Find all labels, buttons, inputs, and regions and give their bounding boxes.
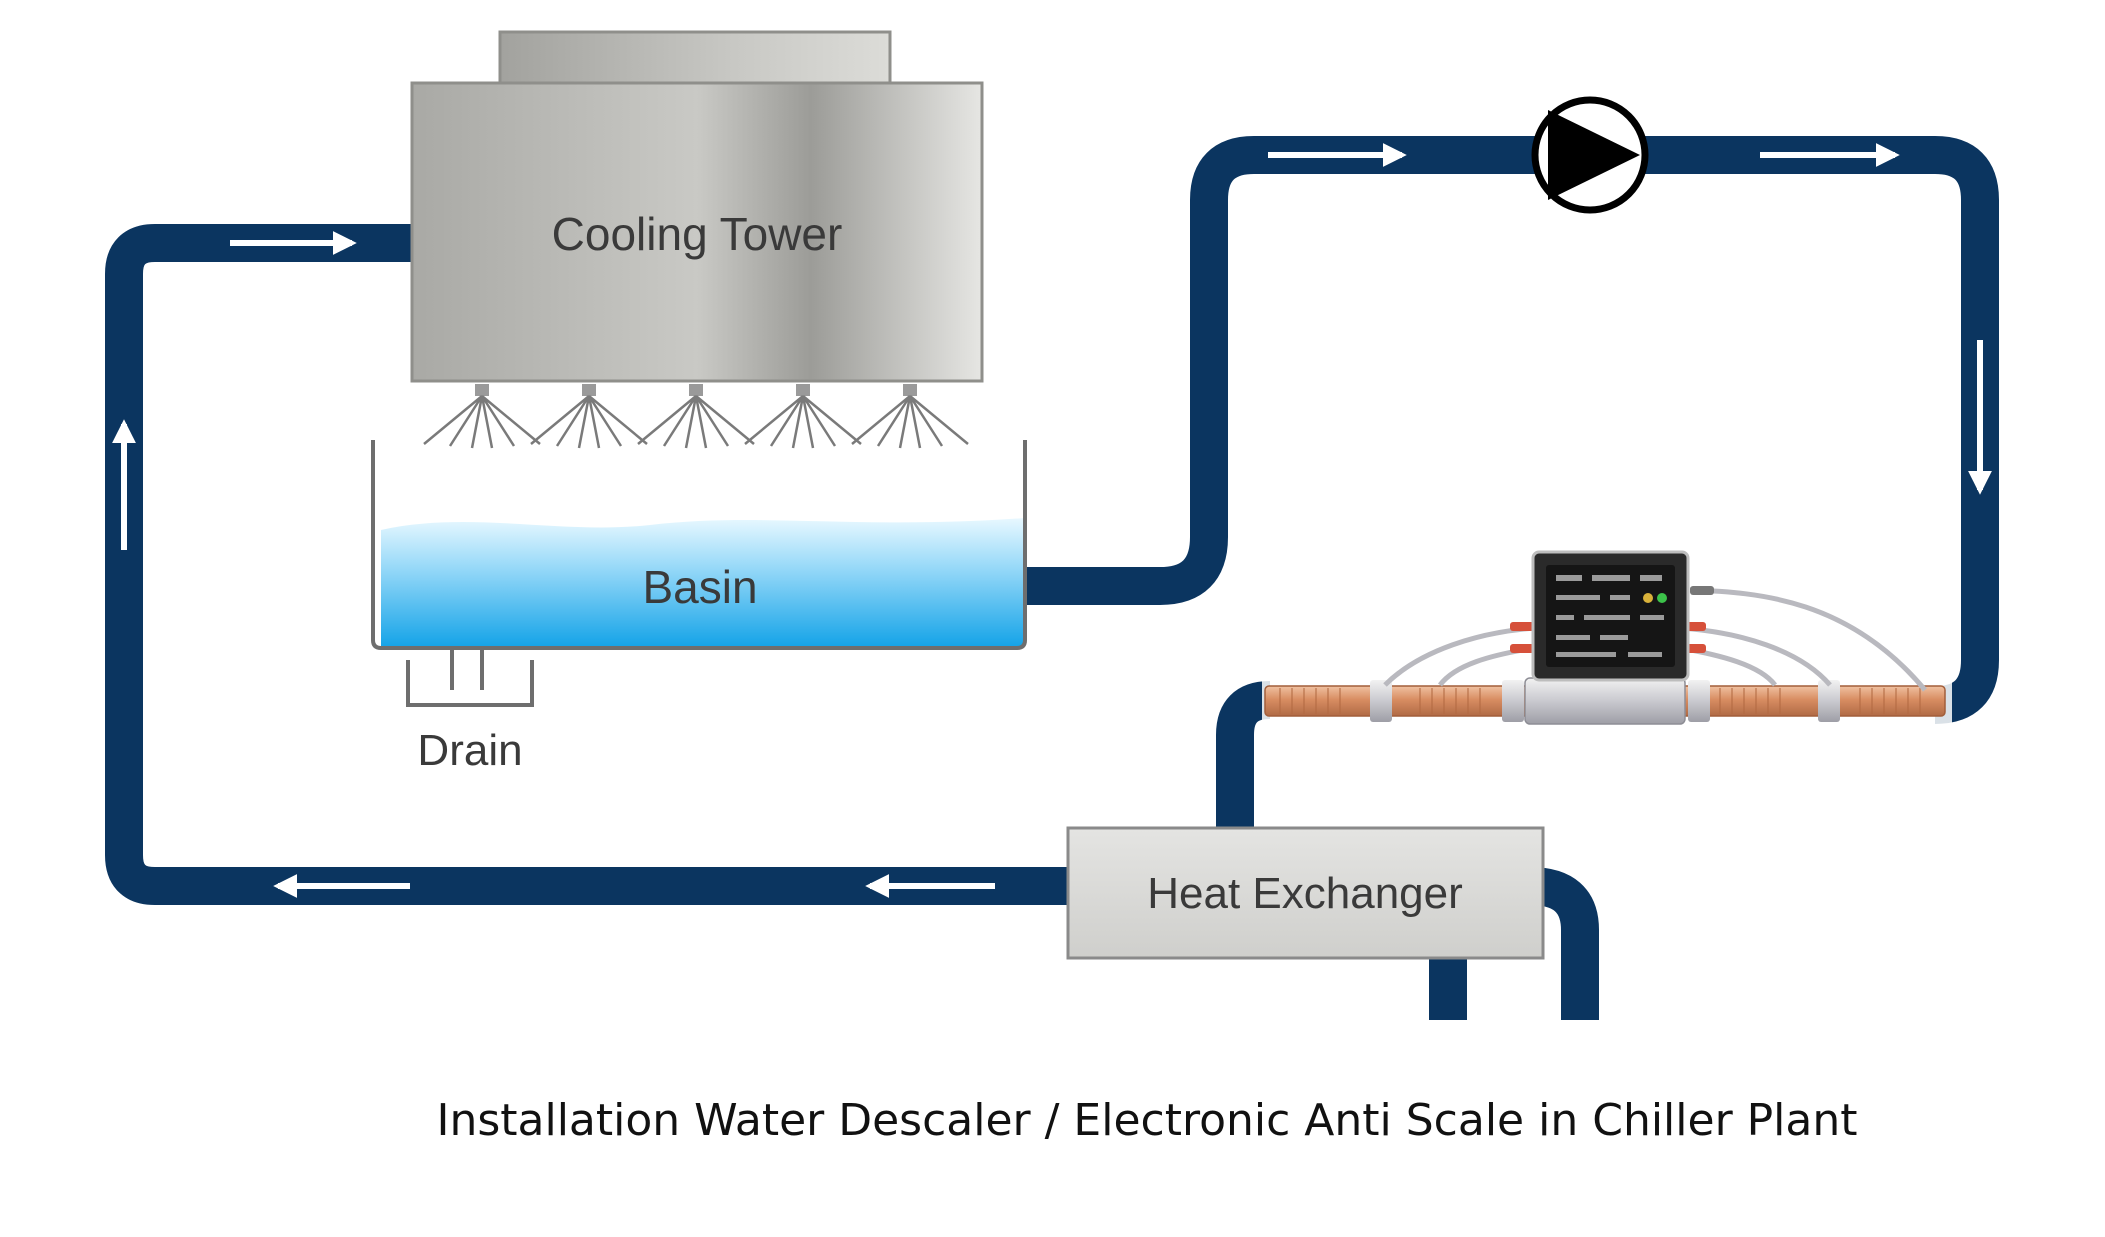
basin-water: [381, 518, 1025, 646]
cooling-tower: Cooling Tower: [410, 30, 984, 383]
pipe-clamp: [1818, 680, 1840, 722]
return-pipe: [105, 224, 1068, 905]
heat-exchanger-body: [1066, 826, 1545, 960]
heat-exchanger: Heat Exchanger: [1066, 826, 1545, 960]
spray-nozzle-icon: [423, 384, 541, 449]
diagram-caption: Installation Water Descaler / Electronic…: [436, 1095, 1857, 1146]
pump: [1531, 96, 1649, 214]
spray-nozzle-icon: [744, 384, 862, 449]
spray-nozzle-icon: [530, 384, 648, 449]
descaler-device-icon: [1531, 550, 1690, 682]
basin-wall: [371, 440, 1027, 650]
pipe-clamp: [1502, 680, 1524, 722]
drain-label: Drain: [417, 726, 522, 775]
pipe-clamp: [1688, 680, 1710, 722]
flow-arrows: [112, 143, 1992, 898]
descaler-assembly: [1262, 545, 1952, 725]
drain: Drain: [406, 650, 534, 775]
pipe-sleeve: [1524, 677, 1686, 725]
spray-nozzles: [423, 384, 969, 449]
basin: Basin: [371, 440, 1027, 650]
cooling-tower-fan-housing: [498, 30, 892, 87]
heat-exchanger-label: Heat Exchanger: [1147, 869, 1463, 918]
pipe-clamp: [1370, 680, 1392, 722]
pump-impeller-icon: [1548, 110, 1640, 200]
cooling-tower-label: Cooling Tower: [552, 208, 843, 260]
drain-outline: [406, 660, 534, 707]
cooling-tower-body: [410, 81, 984, 383]
supply-pipe-upper: [1025, 136, 1999, 724]
spray-nozzle-icon: [851, 384, 969, 449]
basin-label: Basin: [642, 561, 757, 613]
coil-wraps: [1279, 688, 1921, 714]
spray-nozzle-icon: [637, 384, 755, 449]
